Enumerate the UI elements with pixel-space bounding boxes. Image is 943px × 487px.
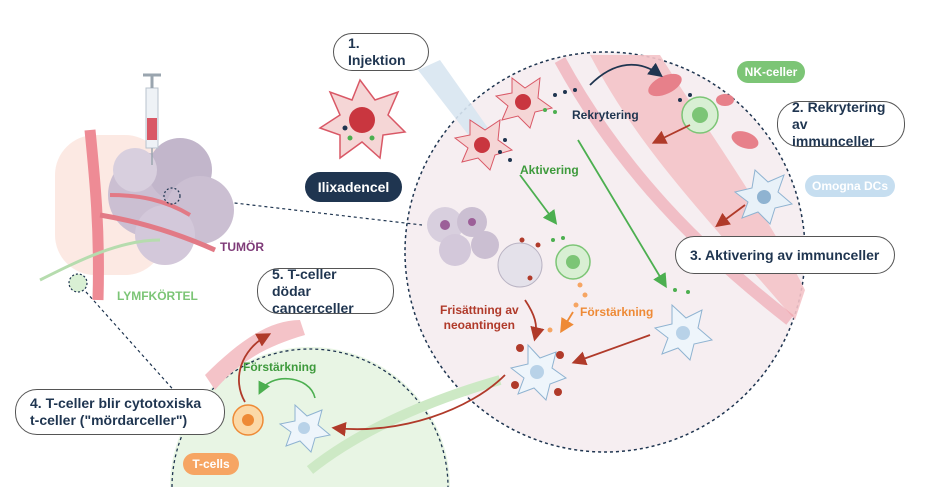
arrow-dc-to-vessel xyxy=(715,204,746,228)
ilixadencel-badge: Ilixadencel xyxy=(305,172,402,202)
tumor-illustration xyxy=(39,73,234,301)
activated-green-cell xyxy=(555,244,591,280)
ilixadencel-cell-icon xyxy=(318,78,407,160)
callout-recruitment-line1: 2. Rekrytering xyxy=(792,98,886,115)
callout-activation: 3. Aktivering av immunceller xyxy=(675,236,895,274)
immature-dcs-pill: Omogna DCs xyxy=(805,175,895,197)
activation-label: Aktivering xyxy=(520,163,579,177)
nk-cell-green xyxy=(681,96,719,134)
arrow-dc-to-tcell xyxy=(571,334,651,366)
signal-dots-green xyxy=(543,108,690,294)
callout-kill-line2: cancerceller xyxy=(272,299,354,316)
immature-dc-cell xyxy=(733,169,794,225)
tumor-label: TUMÖR xyxy=(220,240,264,254)
dc-cell-injected xyxy=(453,118,514,171)
callout-activation-text: 3. Aktivering av immunceller xyxy=(690,246,880,263)
arrow-activation-1 xyxy=(519,174,558,225)
dc-cell-recruiting xyxy=(494,76,554,129)
pink-vessel-lymph xyxy=(205,320,305,390)
release-label: Frisättning av neoantingen xyxy=(440,303,519,333)
callout-recruitment-line2: av immunceller xyxy=(792,115,875,149)
signal-dots-orange xyxy=(547,282,588,333)
callout-injection: 1. Injektion xyxy=(333,33,429,71)
amplification-lymph-label: Förstärkning xyxy=(243,360,317,374)
arrow-to-vessel xyxy=(651,124,691,144)
callout-kill: 5. T-celler dödar cancerceller xyxy=(257,265,394,316)
signal-dots xyxy=(498,88,692,162)
arrow-release xyxy=(524,299,545,342)
callout-cytotoxic-line2: t-celler ("mördarceller") xyxy=(30,412,188,428)
arrow-tcell-kills xyxy=(238,333,272,403)
red-blood-cell xyxy=(731,131,759,149)
recruitment-label: Rekrytering xyxy=(572,108,639,122)
signal-dots-red xyxy=(519,237,541,281)
t-cell-center xyxy=(509,343,568,401)
blood-vessel-wall xyxy=(554,57,794,325)
arrow-recruitment xyxy=(589,62,663,86)
arrow-activation-2 xyxy=(577,139,667,289)
release-label-line1: Frisättning av xyxy=(440,303,519,317)
arrow-lymph-amplification xyxy=(258,378,316,399)
cytotoxic-t-cell xyxy=(232,404,264,436)
release-label-line2: neoantingen xyxy=(443,318,516,332)
arrow-to-lymph xyxy=(331,374,506,437)
nk-cells-pill: NK-celler xyxy=(737,61,805,83)
t-cells-pill: T-cells xyxy=(183,453,239,475)
red-blood-cell xyxy=(648,73,682,97)
amplification-label: Förstärkning xyxy=(580,305,654,319)
lymph-node-label: LYMFKÖRTEL xyxy=(117,289,198,303)
activated-blue-dc-cell xyxy=(653,303,714,361)
green-vessel-lymph xyxy=(306,375,502,474)
callout-cytotoxic: 4. T-celler blir cytotoxiska t-celler ("… xyxy=(15,389,225,435)
callout-cytotoxic-line1: 4. T-celler blir cytotoxiska xyxy=(30,395,202,411)
red-blood-cell xyxy=(716,94,734,106)
callout-kill-line1: 5. T-celler dödar xyxy=(272,265,337,299)
t-cell-lymph xyxy=(278,403,332,453)
callout-injection-text: 1. Injektion xyxy=(348,35,406,68)
lymph-node-border xyxy=(171,348,449,487)
arrow-amplification xyxy=(560,311,574,334)
callout-recruitment: 2. Rekrytering av immunceller xyxy=(777,98,905,149)
